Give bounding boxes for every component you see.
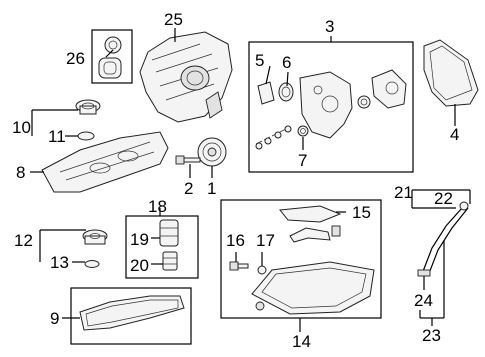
baffle	[279, 205, 342, 223]
pulley-bolt	[175, 155, 201, 165]
oil-filter-adapter	[82, 229, 108, 245]
callout-22: 22	[434, 189, 453, 208]
valve-cover	[41, 131, 169, 193]
callout-25: 25	[164, 10, 183, 29]
callout-2: 2	[184, 179, 193, 198]
callout-26: 26	[66, 49, 85, 68]
callout-4: 4	[450, 125, 459, 144]
callout-14: 14	[292, 332, 311, 351]
oil-cap-seal	[77, 131, 95, 141]
callout-15: 15	[352, 203, 371, 222]
oil-pan-group-box	[220, 199, 382, 319]
filter-element	[162, 251, 178, 271]
valve-cover-gasket	[79, 295, 185, 331]
callout-12: 12	[14, 231, 33, 250]
callout-11: 11	[48, 127, 66, 146]
callout-23: 23	[422, 326, 441, 345]
callout-7: 7	[298, 151, 307, 170]
callout-10: 10	[12, 118, 31, 137]
oil-filter-group-box	[125, 215, 199, 279]
callout-24: 24	[414, 291, 433, 310]
callout-16: 16	[226, 231, 245, 250]
valve-cover-gasket-box	[70, 287, 192, 345]
oil-filler-cap	[75, 99, 101, 115]
callout-9: 9	[50, 309, 59, 328]
drain-plug-gasket	[257, 265, 267, 275]
callout-3: 3	[325, 17, 334, 36]
oil-pickup	[289, 225, 341, 243]
oil-filter	[159, 219, 179, 247]
callout-13: 13	[50, 253, 69, 272]
callout-18: 18	[148, 197, 167, 216]
crankshaft-pulley	[197, 137, 227, 167]
callout-8: 8	[16, 163, 25, 182]
leader-lines	[30, 28, 471, 332]
callout-19: 19	[130, 230, 149, 249]
drain-plug	[229, 261, 249, 271]
timing-cover-parts	[255, 69, 407, 150]
callout-20: 20	[130, 256, 149, 275]
throttle-seals	[98, 36, 122, 79]
callout-17: 17	[256, 231, 275, 250]
adapter-seal	[84, 260, 100, 268]
callout-21: 21	[394, 183, 413, 202]
dipstick-tube	[417, 201, 469, 277]
callout-1: 1	[207, 179, 216, 198]
seal-group-box	[91, 29, 133, 84]
callout-labels: 25 26 3 5 6 7 4 10 11 8 1 2 18 19 20 12 …	[12, 10, 459, 351]
side-cover-gasket	[423, 39, 479, 107]
oil-pan	[251, 261, 375, 315]
intake-manifold	[139, 31, 233, 123]
callout-5: 5	[255, 51, 264, 70]
callout-6: 6	[282, 53, 291, 72]
